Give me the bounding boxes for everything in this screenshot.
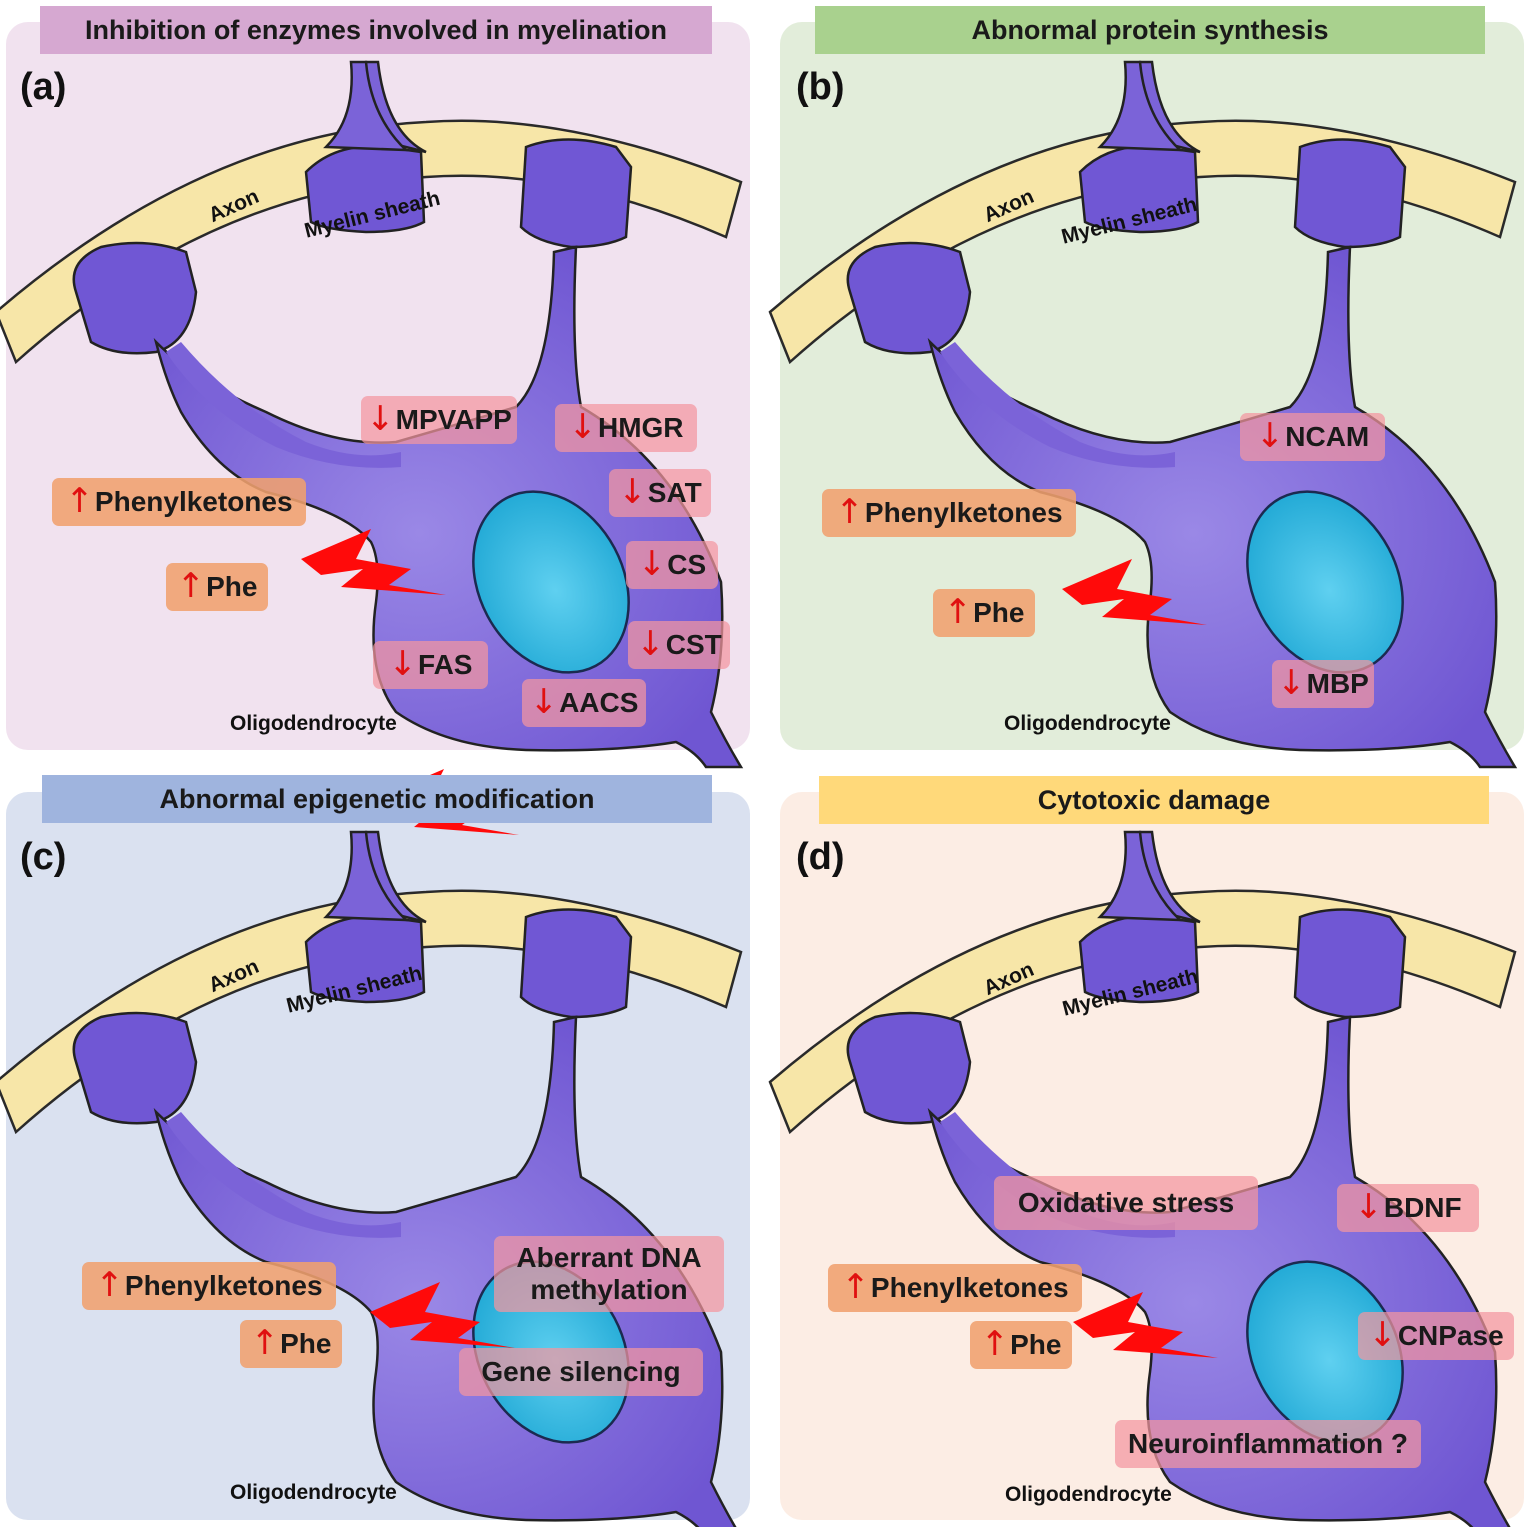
down-arrow-icon: ↓ [529,682,559,723]
tag-phe: ↑Phe [933,589,1035,637]
down-arrow-icon: ↓ [618,472,647,513]
tag-mpvapp: ↓MPVAPP [361,396,517,444]
tag-phe: ↑Phe [970,1321,1072,1369]
tag-aacs: ↓AACS [522,679,646,727]
tag-cst: ↓CST [628,621,730,669]
down-arrow-icon: ↓ [1354,1187,1383,1228]
oligodendrocyte-label: Oligodendrocyte [1004,712,1171,735]
up-arrow-icon: ↑ [943,592,973,633]
oligodendrocyte-label: Oligodendrocyte [230,712,397,735]
tag-phe: ↑Phe [240,1320,342,1368]
tag-sat: ↓SAT [609,469,711,517]
tag-phenylketones: ↑Phenylketones [52,478,306,526]
tag-mbp: ↓MBP [1272,660,1374,708]
up-arrow-icon: ↑ [95,1265,124,1306]
panel-c-letter: (c) [20,836,67,878]
down-arrow-icon: ↓ [1368,1315,1397,1356]
up-arrow-icon: ↑ [980,1324,1010,1365]
up-arrow-icon: ↑ [250,1323,280,1364]
up-arrow-icon: ↑ [841,1267,870,1308]
tag-hmgr: ↓HMGR [555,404,697,452]
tag-cs: ↓CS [626,541,718,589]
panel-d-title: Cytotoxic damage [819,776,1489,824]
panel-b-letter: (b) [796,66,845,108]
tag-oxidative-stress: Oxidative stress [994,1176,1258,1230]
lightning-bolt-icon [370,1282,515,1348]
oligodendrocyte-label: Oligodendrocyte [1005,1483,1172,1506]
lightning-bolt-icon [1073,1292,1218,1358]
tag-neuroinflammation: Neuroinflammation ? [1115,1420,1421,1468]
tag-phenylketones: ↑Phenylketones [82,1262,336,1310]
panel-a-letter: (a) [20,66,67,108]
tag-phenylketones: ↑Phenylketones [822,489,1076,537]
panel-c-title: Abnormal epigenetic modification [42,775,712,823]
tag-gene-silencing: Gene silencing [459,1348,703,1396]
down-arrow-icon: ↓ [388,644,418,685]
panel-b-title: Abnormal protein synthesis [815,6,1485,54]
panel-d-letter: (d) [796,836,845,878]
tag-fas: ↓FAS [373,641,488,689]
down-arrow-icon: ↓ [636,624,665,665]
up-arrow-icon: ↑ [835,492,864,533]
down-arrow-icon: ↓ [1255,416,1285,457]
tag-bdnf: ↓BDNF [1337,1184,1479,1232]
up-arrow-icon: ↑ [176,566,206,607]
down-arrow-icon: ↓ [366,399,395,440]
tag-cnpase: ↓CNPase [1358,1312,1514,1360]
down-arrow-icon: ↓ [568,407,597,448]
tag-phenylketones: ↑Phenylketones [828,1264,1082,1312]
tag-phe: ↑Phe [166,563,268,611]
down-arrow-icon: ↓ [1277,663,1306,704]
oligodendrocyte-label: Oligodendrocyte [230,1481,397,1504]
tag-ncam: ↓NCAM [1240,413,1385,461]
down-arrow-icon: ↓ [637,544,667,585]
up-arrow-icon: ↑ [65,481,94,522]
panel-a-title: Inhibition of enzymes involved in myelin… [40,6,712,54]
